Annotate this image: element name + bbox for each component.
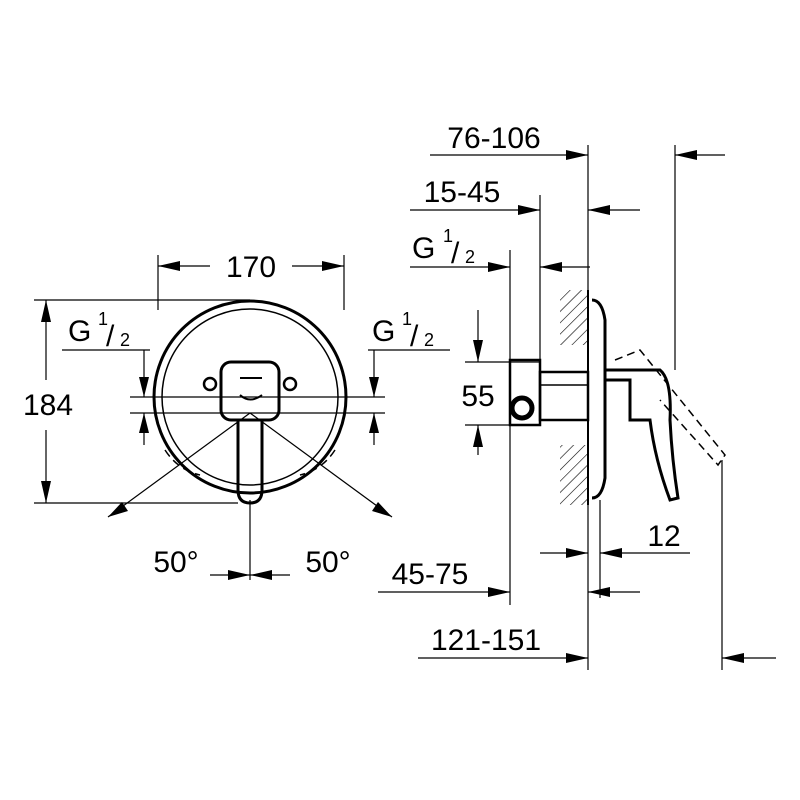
dim-55-arrow-top	[473, 340, 483, 362]
svg-text:2: 2	[465, 247, 475, 267]
valve-inlet-icon	[509, 395, 535, 421]
dim-45-75-label: 45-75	[392, 558, 469, 591]
height-label: 184	[23, 389, 73, 422]
width-arrow-left	[158, 261, 180, 271]
dim-121-151-arrow-right	[722, 653, 744, 663]
conn-left-arrow-top	[139, 377, 149, 397]
rotation-arc-left	[164, 449, 201, 476]
dim-55-arrow-bottom	[473, 425, 483, 447]
knob-left	[202, 376, 218, 392]
svg-text:/: /	[410, 320, 419, 353]
svg-text:1: 1	[402, 309, 412, 329]
valve-stem-housing	[538, 370, 590, 422]
conn-left-arrow-bottom	[139, 413, 149, 433]
svg-text:1: 1	[443, 226, 453, 246]
dim-12-arrow-left	[566, 548, 588, 558]
dim-12-arrow-right	[600, 548, 622, 558]
angle-left-line	[107, 412, 251, 518]
angle-right-line	[249, 412, 393, 518]
dim-76-106-arrow-left	[566, 150, 588, 160]
escutcheon-profile	[591, 298, 607, 500]
svg-text:G: G	[372, 315, 395, 348]
wall-hatch-top	[560, 290, 588, 345]
angle-left-arrow	[108, 502, 128, 517]
side-view: 76-106 15-45 G 1 / 2 55 12	[378, 122, 776, 670]
width-label: 170	[226, 251, 276, 284]
svg-text:/: /	[451, 237, 460, 270]
angle-right-arrow	[372, 502, 392, 517]
svg-text:G: G	[412, 232, 435, 265]
dim-76-106-arrow-right	[675, 150, 697, 160]
width-arrow-right	[322, 261, 344, 271]
rotation-arc-right	[299, 449, 336, 476]
conn-right-arrow-top	[369, 377, 379, 397]
wall-hatch-bottom	[560, 445, 588, 505]
svg-text:1: 1	[98, 309, 108, 329]
height-arrow-top	[41, 300, 51, 322]
dim-15-45-label: 15-45	[424, 176, 501, 209]
dim-121-151-arrow-left	[566, 653, 588, 663]
dim-76-106-label: 76-106	[447, 122, 540, 155]
lever	[236, 420, 264, 505]
dim-15-45-arrow-left	[518, 205, 540, 215]
dim-55-label: 55	[461, 380, 494, 413]
angle-dim-arrow-right	[250, 570, 272, 580]
conn-right-arrow-bottom	[369, 413, 379, 433]
conn-side-label: G 1 / 2	[412, 226, 475, 270]
knob-right	[282, 376, 298, 392]
angle-dim-arrow-left	[228, 570, 250, 580]
dim-g-side-arrow-left	[488, 262, 510, 272]
slash: /	[106, 320, 115, 353]
brand-mark-icon	[239, 394, 263, 401]
dim-g-side-arrow-right	[540, 262, 562, 272]
dim-45-75-arrow-right	[588, 587, 610, 597]
conn-left-label: G 1 / 2	[68, 309, 130, 353]
svg-text:2: 2	[424, 330, 434, 350]
dim-45-75-arrow-left	[488, 587, 510, 597]
height-arrow-bottom	[41, 481, 51, 503]
handle-profile-rotated	[614, 349, 726, 467]
conn-right-label: G 1 / 2	[372, 309, 434, 353]
front-view: 170 184 G 1 / 2 G 1 / 2	[23, 251, 450, 580]
dim-121-151-label: 121-151	[431, 624, 541, 657]
angle-right-label: 50°	[305, 546, 350, 579]
dim-15-45-arrow-right	[588, 205, 610, 215]
angle-left-label: 50°	[153, 546, 198, 579]
handle-cap	[219, 360, 281, 422]
handle-profile	[605, 368, 680, 502]
svg-text:2: 2	[120, 330, 130, 350]
dim-12-label: 12	[647, 520, 680, 553]
svg-text:G: G	[68, 315, 91, 348]
